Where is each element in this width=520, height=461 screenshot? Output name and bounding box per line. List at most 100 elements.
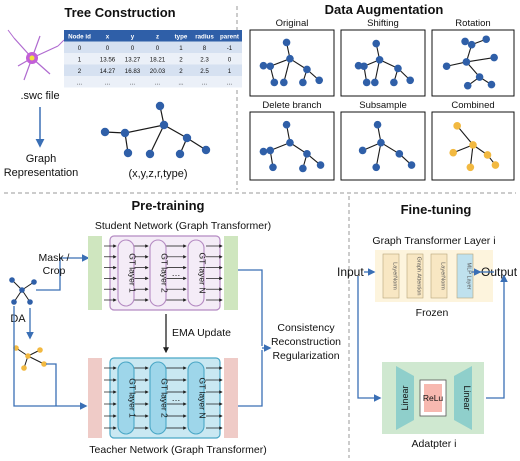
graph-node (482, 35, 491, 44)
table-cell: ... (227, 79, 232, 86)
graph-node (467, 40, 476, 49)
neuron-icon (7, 29, 65, 81)
graph-node (461, 37, 469, 46)
graph-node (299, 78, 307, 87)
graph-node (303, 150, 311, 158)
graph-node (299, 164, 307, 173)
graph-node (282, 120, 291, 129)
table-cell: 2 (78, 68, 82, 75)
graph-edge (456, 125, 474, 146)
table-cell: 0 (131, 45, 135, 52)
graph-node (270, 78, 279, 87)
pretraining-title: Pre-training (132, 198, 205, 213)
graph-node (372, 39, 381, 48)
graph-node (145, 149, 155, 159)
augmented-to-teacher-arrow (46, 363, 57, 406)
graph-node (316, 161, 325, 169)
graph-node (394, 64, 402, 73)
table-cell: 0 (156, 45, 160, 52)
graph-node (395, 150, 404, 158)
graph-node (453, 122, 461, 130)
teacher-to-loss (238, 350, 263, 407)
augmentation-panel (431, 29, 515, 97)
table-header-cell: radius (195, 33, 214, 40)
gt-layer-block (187, 361, 205, 435)
graph-node (123, 148, 133, 158)
graph-node (462, 58, 471, 66)
student-network-label: Student Network (Graph Transformer) (95, 220, 271, 232)
table-cell: 16.83 (125, 68, 141, 75)
graph-node (259, 147, 268, 156)
table-cell: 20.03 (150, 68, 166, 75)
graph-node (491, 161, 500, 169)
table-cell: 1 (228, 68, 232, 75)
graph-node (286, 138, 294, 147)
ema-label: EMA Update (172, 327, 231, 339)
input-graph-augmented (13, 345, 47, 371)
graph-node (371, 78, 379, 87)
loss-regularization: Regularization (272, 350, 339, 362)
teacher-right-bar (224, 358, 238, 438)
to-teacher-arrow (13, 306, 88, 410)
augmentation-panel (340, 111, 426, 181)
gt-layer-title: Graph Transformer Layer i (372, 235, 495, 247)
table-cell: 2.3 (200, 56, 209, 63)
graph-node (280, 78, 288, 87)
gt-layer-label: GT layer 1 (128, 378, 138, 418)
graph-node (463, 81, 472, 90)
graph-node (406, 76, 415, 85)
table-header-cell: parent (220, 33, 239, 40)
augmentation-label: Delete branch (262, 100, 321, 111)
graph-node (469, 141, 477, 149)
layer-ellipsis: … (172, 393, 181, 403)
graph-node (120, 128, 130, 138)
mask-crop-label-1: Mask / (39, 252, 70, 264)
frozen-sublayer (430, 253, 448, 299)
adapter-linear-1-label: Linear (400, 385, 410, 410)
table-cell: 0 (228, 56, 232, 63)
graph-node (377, 138, 385, 147)
augmentation-label: Subsample (359, 100, 407, 111)
graph-edge (374, 59, 381, 83)
augmentation-label: Shifting (367, 18, 399, 29)
adapter-label: Adatpter i (412, 438, 457, 450)
graph-node (390, 78, 398, 87)
table-cell: 2 (179, 68, 183, 75)
frozen-sublayer (456, 253, 474, 299)
student-left-bar (88, 236, 102, 310)
augmentation-label: Combined (451, 100, 494, 111)
graph-label-line1: Graph (26, 153, 57, 165)
graph-node (375, 55, 384, 64)
graph-node (315, 76, 324, 85)
graph-node (286, 54, 294, 63)
graph-node (373, 120, 382, 129)
table-cell: 0 (106, 45, 110, 52)
table-cell: ... (202, 79, 207, 86)
gt-layer-label: GT layer 2 (160, 253, 170, 293)
frozen-sublayer-label: MLP Layer (466, 263, 472, 290)
adapter-down-linear (396, 366, 414, 430)
input-graph-original (9, 277, 37, 305)
graph-node (490, 53, 498, 62)
layer-ellipsis: … (172, 268, 181, 278)
swc-file-label: .swc file (20, 90, 59, 102)
table-header-cell: z (156, 33, 159, 40)
graph-node (483, 151, 492, 159)
table-cell: ... (77, 79, 82, 86)
gt-layer-label: GT layer N (198, 253, 208, 294)
gt-layer-block (149, 239, 167, 307)
input-label: Input (337, 265, 364, 279)
teacher-left-bar (88, 358, 102, 438)
table-header-cell: y (131, 33, 135, 40)
frozen-sublayer-label: LayerNorm (440, 262, 446, 290)
table-cell: 18.21 (150, 56, 166, 63)
frozen-sublayer (382, 253, 400, 299)
graph-node (303, 65, 311, 74)
finetuning-title: Fine-tuning (401, 202, 472, 217)
relu-label: ReLu (423, 393, 444, 403)
table-cell: 13.27 (125, 56, 141, 63)
